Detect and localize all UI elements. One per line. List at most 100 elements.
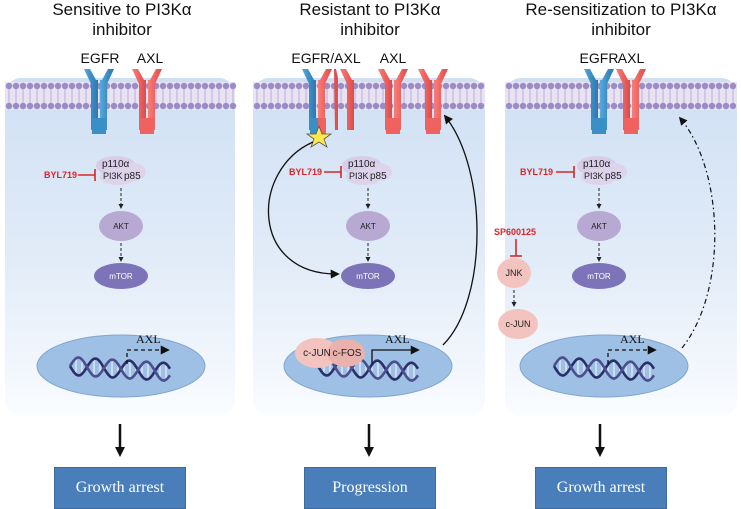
lipid-head (666, 82, 674, 90)
lipid-head (407, 102, 415, 110)
lipid-head (715, 102, 723, 110)
lipid-head (68, 102, 76, 110)
drug-byl719-2: BYL719 (289, 167, 322, 177)
axl-label-1: AXL (137, 50, 164, 66)
lipid-head (400, 82, 408, 90)
lipid-head (694, 82, 702, 90)
lipid-head (533, 82, 541, 90)
axl-transcription-arrow-3 (607, 345, 657, 364)
pi3k-complex-2 (342, 156, 392, 185)
egfr-label-3: EGFR (580, 50, 619, 66)
lipid-head (701, 102, 709, 110)
lipid-head (554, 102, 562, 110)
lipid-head (547, 82, 555, 90)
lipid-head (201, 102, 209, 110)
p110-label-1: p110α (102, 159, 130, 170)
lipid-head (253, 82, 261, 90)
lipid-head (470, 102, 478, 110)
lipid-head (229, 82, 237, 90)
cjun-label-3: c-JUN (506, 319, 531, 329)
lipid-head (456, 102, 464, 110)
lipid-head (267, 82, 275, 90)
lipid-head (708, 102, 716, 110)
panel-1-title-line2: inhibitor (92, 20, 152, 39)
lipid-head (442, 82, 450, 90)
lipid-head (533, 102, 541, 110)
lipid-head (365, 82, 373, 90)
lipid-head (477, 102, 485, 110)
lipid-head (5, 82, 13, 90)
axl-label-3: AXL (618, 50, 645, 66)
lipid-head (61, 102, 69, 110)
lipid-head (519, 102, 527, 110)
pi3k-complex-3 (577, 156, 627, 185)
mtor-node-3 (572, 263, 626, 289)
lipid-head (75, 102, 83, 110)
lipid-head (673, 82, 681, 90)
lipid-head (414, 82, 422, 90)
lipid-head (82, 102, 90, 110)
lipid-head (166, 102, 174, 110)
dna-strand (552, 356, 656, 382)
inhibition-symbol-2 (324, 166, 342, 178)
dna-helix-3 (552, 356, 656, 382)
lipid-head (617, 82, 625, 90)
lipid-head (12, 82, 20, 90)
lipid-head (222, 82, 230, 90)
lipid-head (463, 82, 471, 90)
lipid-head (12, 102, 20, 110)
lipid-head (124, 82, 132, 90)
lipid-head (477, 82, 485, 90)
lipid-head (407, 82, 415, 90)
lipid-head (229, 102, 237, 110)
lipid-head (645, 102, 653, 110)
outcome-box-3: Growth arrest (535, 467, 667, 509)
panel-1-title-line1: Sensitive to PI3Kα (52, 0, 192, 19)
lipid-head (54, 82, 62, 90)
lipid-head (75, 82, 83, 90)
activation-star (305, 124, 333, 148)
dna-helix-1 (68, 356, 172, 382)
cell-1-background (5, 78, 235, 416)
lipid-head (33, 102, 41, 110)
lipid-head (201, 82, 209, 90)
lipid-head (47, 82, 55, 90)
lipid-head (302, 82, 310, 90)
lipid-head (26, 82, 34, 90)
akt-label-3: AKT (591, 222, 607, 231)
lipid-head (166, 82, 174, 90)
lipid-head (208, 102, 216, 110)
lipid-head (372, 82, 380, 90)
lipid-head (222, 102, 230, 110)
lipid-head (547, 102, 555, 110)
lipid-head (124, 102, 132, 110)
lipid-head (33, 82, 41, 90)
mtor-label-3: mTOR (587, 272, 611, 281)
panel-1-title: Sensitive to PI3Kα inhibitor (7, 0, 237, 40)
membrane-1 (5, 82, 237, 110)
lipid-head (302, 102, 310, 110)
inhibition-symbol-1 (78, 169, 96, 181)
lipid-head (379, 82, 387, 90)
lipid-head (379, 102, 387, 110)
lipid-head (582, 82, 590, 90)
pi3k-label-3: PI3K (584, 171, 604, 181)
panel-2-title-line2: inhibitor (340, 20, 400, 39)
lipid-head (519, 82, 527, 90)
lipid-head (442, 102, 450, 110)
feedback-arrow-axl-to-membrane (442, 114, 478, 346)
lipid-head (610, 102, 618, 110)
panel-3-title: Re-sensitization to PI3Kα inhibitor (506, 0, 736, 40)
lipid-head (722, 82, 730, 90)
p85-label-1: p85 (124, 171, 141, 182)
lipid-head (47, 102, 55, 110)
panel-3-title-line2: inhibitor (591, 20, 651, 39)
lipid-head (701, 82, 709, 90)
lipid-head (722, 102, 730, 110)
drug-sp600125: SP600125 (494, 227, 536, 237)
lipid-head (687, 82, 695, 90)
lipid-head (358, 82, 366, 90)
lipid-head (708, 82, 716, 90)
lipid-head (295, 102, 303, 110)
egfr-receptor-3 (584, 69, 614, 134)
